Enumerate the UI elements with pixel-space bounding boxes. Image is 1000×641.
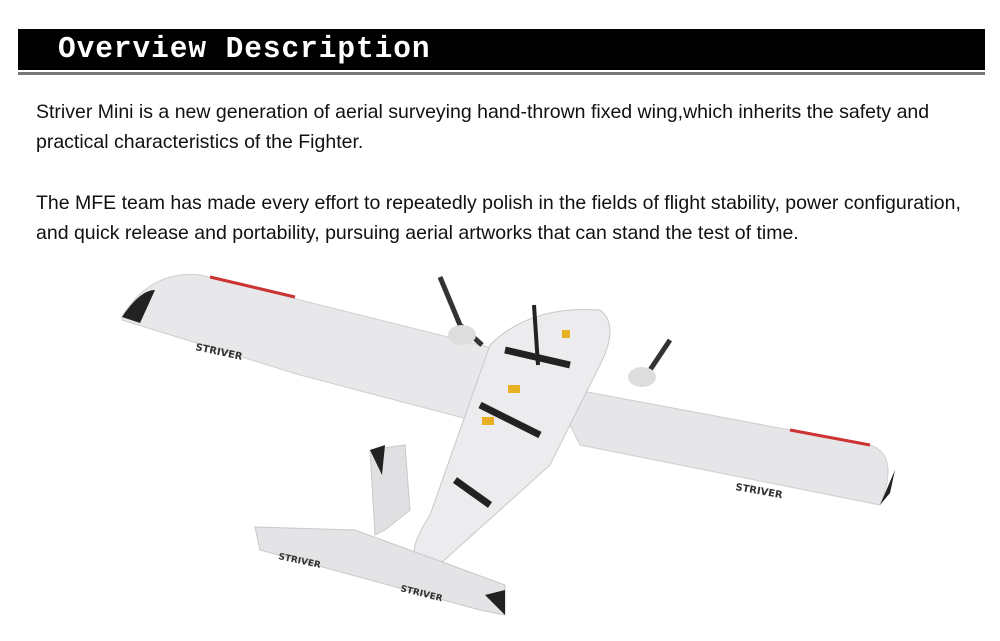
svg-text:STRIVER: STRIVER — [734, 482, 783, 501]
section-header: Overview Description — [18, 29, 985, 70]
section-title: Overview Description — [58, 32, 431, 67]
description-paragraph-2: The MFE team has made every effort to re… — [36, 192, 961, 244]
striver-mini-plane-image: STRIVER STRIVER STRIVER STRIVER — [121, 274, 895, 616]
description-paragraph-1: Striver Mini is a new generation of aeri… — [36, 101, 930, 153]
header-divider — [18, 72, 985, 75]
